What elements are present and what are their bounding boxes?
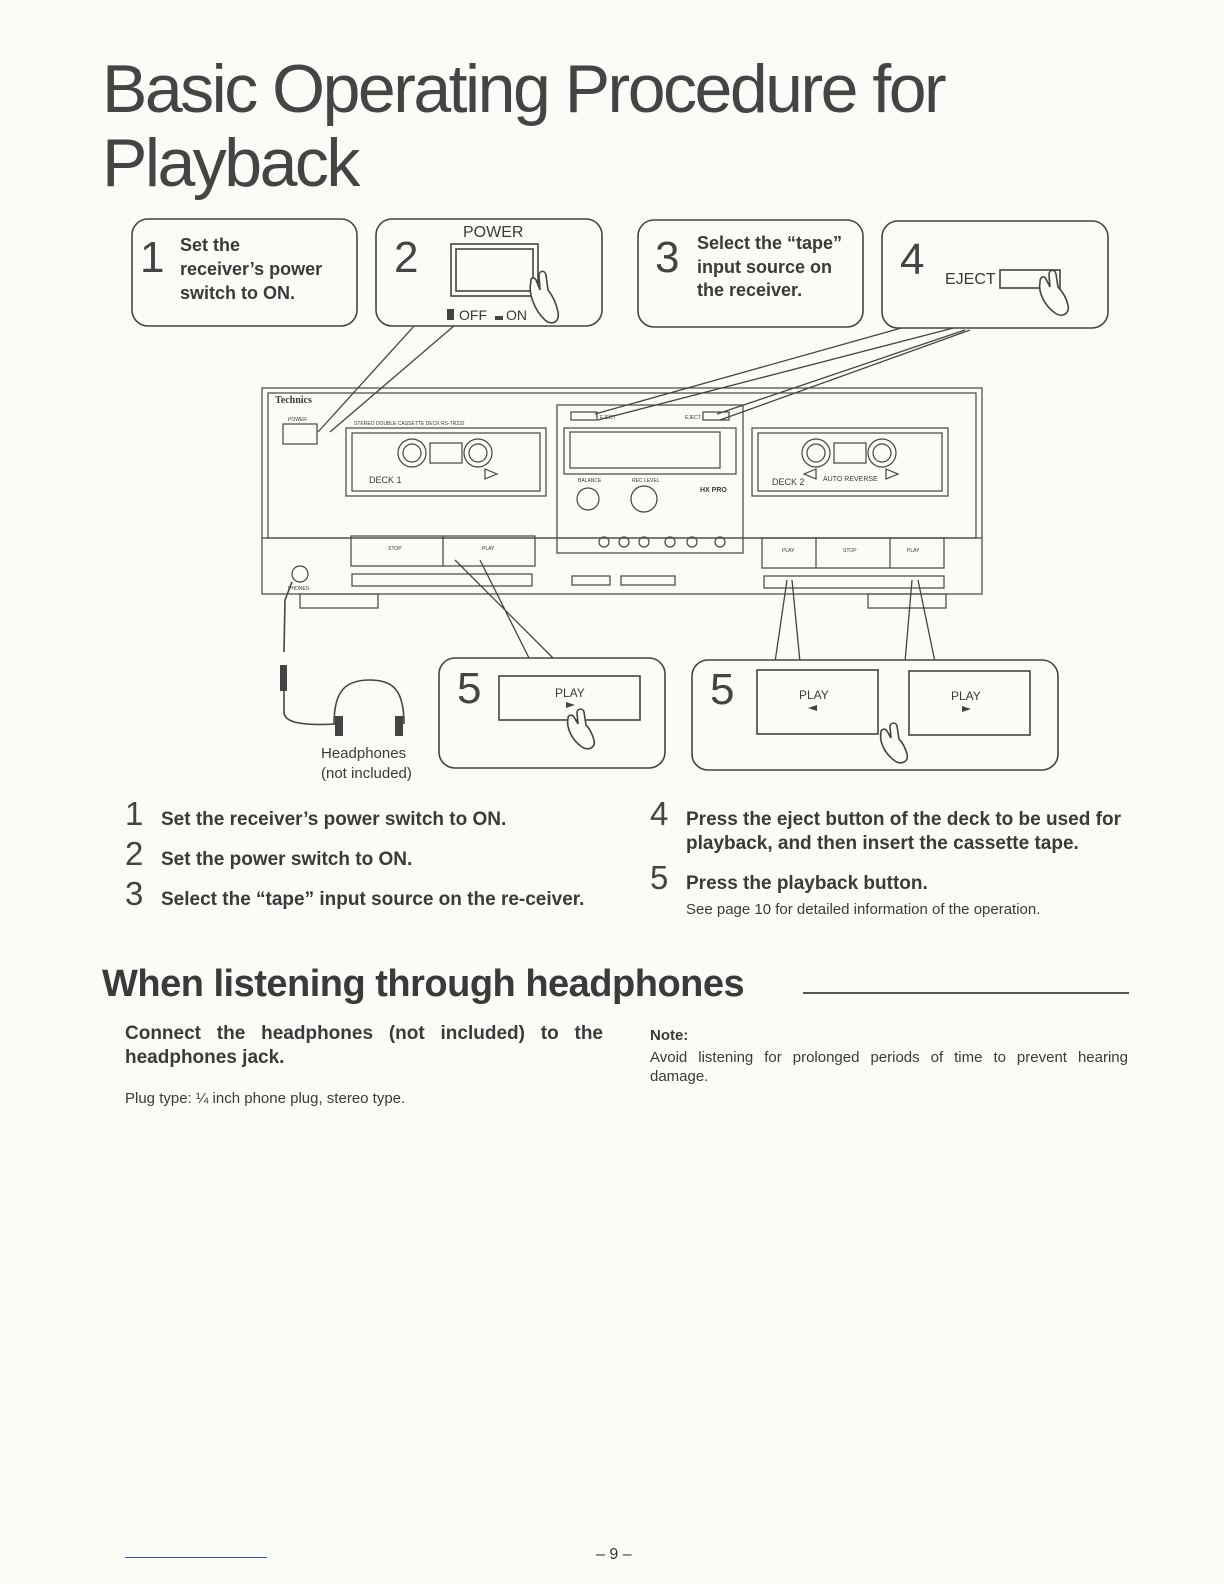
callout-step-3: 3 Select the “tape” input source on the … — [637, 219, 864, 328]
step-4-number: 4 — [650, 795, 669, 832]
step-5-text: Press the playback button. — [686, 873, 928, 894]
headphones-heading: When listening through headphones — [102, 963, 745, 1005]
callout-1-line-1: Set the — [180, 235, 240, 255]
deck-2-stop-label: STOP — [843, 548, 857, 554]
callout-1-number: 1 — [140, 233, 164, 282]
step-1-text: Set the receiver’s power switch to ON. — [161, 809, 507, 830]
deck-1-label: DECK 1 — [369, 475, 402, 485]
deck-brand: Technics — [275, 395, 312, 406]
deck-model: STEREO DOUBLE CASSETTE DECK RS-TR232 — [354, 421, 465, 427]
callout-4-number: 4 — [900, 235, 924, 284]
step-4-text: Press the eject button of the deck to be… — [686, 809, 1121, 854]
headphones-not-included: (not included) — [321, 765, 412, 782]
step-1: 1 Set the receiver’s power switch to ON. — [125, 797, 603, 832]
title-line-1: Basic Operating Procedure for — [102, 51, 947, 127]
callout-3-number: 3 — [655, 233, 679, 282]
power-switch-inner — [455, 248, 534, 292]
step-1-number: 1 — [125, 795, 144, 832]
balance-knob — [576, 487, 600, 511]
on-indicator-icon — [495, 316, 503, 320]
callout-4-eject-label: EJECT — [945, 271, 996, 288]
playback-diagram: 1 Set the receiver’s power switch to ON.… — [131, 218, 1109, 782]
rec-level-knob — [630, 485, 658, 513]
deck-balance-label: BALANCE — [578, 478, 602, 484]
pointing-hand-icon — [566, 708, 596, 750]
step-2: 2 Set the power switch to ON. — [125, 837, 603, 872]
steps-left-column: 1 Set the receiver’s power switch to ON.… — [125, 797, 603, 922]
eject-button-graphic — [999, 269, 1061, 289]
step-5-subtext: See page 10 for detailed information of … — [686, 901, 1041, 918]
cassette-deck: Technics POWER STEREO DOUBLE CASSETTE DE… — [261, 387, 983, 609]
deck-auto-reverse-label: AUTO REVERSE — [823, 476, 878, 483]
deck-1-play-label: PLAY — [482, 546, 495, 552]
pointing-hand-icon — [879, 722, 909, 764]
deck-2-play-rev-label: PLAY — [782, 548, 795, 554]
callout-2-off-label: OFF — [459, 307, 487, 323]
callout-step-5-deck-1: 5 PLAY — [438, 657, 666, 769]
headphones-graphic: Headphones (not included) — [280, 581, 412, 782]
note-label: Note: — [650, 1027, 689, 1044]
callout-5b-play-rev-label: PLAY — [799, 688, 829, 702]
play-reverse-button-graphic — [756, 669, 879, 735]
note-text: Avoid listening for prolonged periods of… — [650, 1049, 1128, 1085]
deck-eject-1: EJECT — [600, 415, 616, 421]
callout-pointers — [317, 324, 971, 663]
callout-3-line-2: input source on — [697, 257, 832, 277]
page-title: Basic Operating Procedure for Playback — [102, 51, 947, 201]
callout-5b-play-fwd-label: PLAY — [951, 689, 981, 703]
play-forward-button-graphic — [908, 670, 1031, 736]
deck-2-label: DECK 2 — [772, 477, 805, 487]
callout-5a-play-label: PLAY — [555, 686, 585, 700]
plug-type: Plug type: ¼ inch phone plug, stereo typ… — [125, 1090, 406, 1107]
callout-3-line-1: Select the “tape” — [697, 233, 842, 253]
callout-step-4: 4 EJECT — [881, 220, 1109, 329]
step-3: 3 Select the “tape” input source on the … — [125, 877, 603, 912]
callout-1-line-3: switch to ON. — [180, 283, 295, 303]
deck-power-switch — [282, 423, 318, 445]
callout-1-line-2: receiver’s power — [180, 259, 322, 279]
callout-3-line-3: the receiver. — [697, 280, 802, 300]
callout-step-2: 2 POWER OFF ON — [375, 218, 603, 327]
callout-2-on-label: ON — [506, 307, 527, 323]
step-5-number: 5 — [650, 859, 669, 896]
play-forward-icon — [566, 702, 575, 708]
callout-5b-number: 5 — [710, 665, 734, 714]
play-reverse-icon — [808, 705, 817, 711]
deck-1-stop-label: STOP — [388, 546, 402, 552]
power-switch-graphic — [450, 243, 539, 297]
step-3-number: 3 — [125, 875, 144, 912]
page-number: – 9 – — [596, 1546, 632, 1563]
callout-2-number: 2 — [394, 233, 418, 282]
pointing-hand-icon — [529, 270, 560, 324]
phones-jack — [291, 565, 309, 583]
heading-rule — [803, 992, 1129, 994]
step-4: 4 Press the eject button of the deck to … — [650, 797, 1130, 856]
deck-hx-pro-label: HX PRO — [700, 487, 727, 494]
deck-rec-level-label: REC LEVEL — [632, 478, 660, 484]
headphones-label: Headphones — [321, 745, 406, 762]
steps-right-column: 4 Press the eject button of the deck to … — [650, 797, 1130, 932]
deck-power-label: POWER — [288, 417, 307, 423]
step-2-number: 2 — [125, 835, 144, 872]
callout-step-1: 1 Set the receiver’s power switch to ON. — [131, 218, 358, 327]
play-forward-icon — [962, 706, 971, 712]
off-indicator-icon — [447, 309, 454, 320]
callout-2-power-label: POWER — [463, 224, 523, 241]
step-3-text: Select the “tape” input source on the re… — [161, 889, 585, 910]
deck-2-play-fwd-label: PLAY — [907, 548, 920, 554]
title-line-2: Playback — [102, 125, 360, 201]
deck-eject-2: EJECT — [685, 415, 701, 421]
headphones-instruction: Connect the headphones (not included) to… — [125, 1023, 603, 1068]
footer-rule — [125, 1557, 267, 1558]
callout-5a-number: 5 — [457, 664, 481, 713]
deck-phones-label: PHONES — [288, 586, 310, 592]
callout-step-5-deck-2: 5 PLAY PLAY — [691, 659, 1059, 771]
step-2-text: Set the power switch to ON. — [161, 849, 413, 870]
step-5: 5 Press the playback button. See page 10… — [650, 861, 1130, 922]
pointing-hand-icon — [1038, 269, 1070, 316]
